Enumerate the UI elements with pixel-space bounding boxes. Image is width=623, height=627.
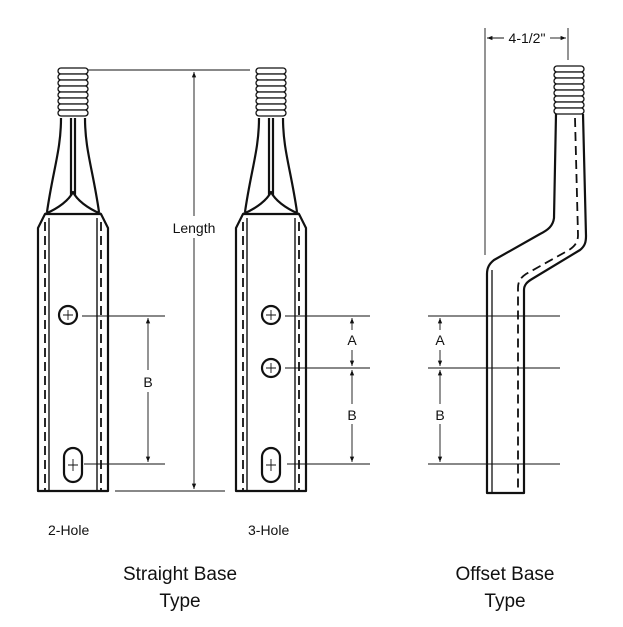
b-dimension-two-hole: B — [82, 315, 165, 465]
a-label: A — [347, 332, 357, 348]
two-hole-caption: 2-Hole — [48, 522, 89, 538]
offset-width-dimension: 4-1/2" — [484, 28, 569, 255]
a-label: A — [435, 332, 445, 348]
straight-base-title: Straight Base — [123, 564, 237, 585]
three-hole-caption: 3-Hole — [248, 522, 289, 538]
offset-base-title: Offset Base — [456, 564, 555, 585]
b-label: B — [347, 407, 356, 423]
offset-base-drawing — [485, 65, 588, 495]
length-dimension: Length — [88, 69, 250, 492]
offset-base-type: Type — [484, 591, 525, 612]
straight-base-type: Type — [159, 591, 200, 612]
b-label: B — [143, 374, 152, 390]
ab-dimension-three-hole: A B — [285, 315, 370, 465]
offset-width-label: 4-1/2" — [509, 30, 546, 46]
ab-dimension-offset: A B — [428, 315, 560, 465]
b-label: B — [435, 407, 444, 423]
three-hole-straight-base-drawing — [236, 68, 306, 491]
two-hole-straight-base-drawing — [38, 68, 108, 491]
length-label: Length — [173, 220, 216, 236]
